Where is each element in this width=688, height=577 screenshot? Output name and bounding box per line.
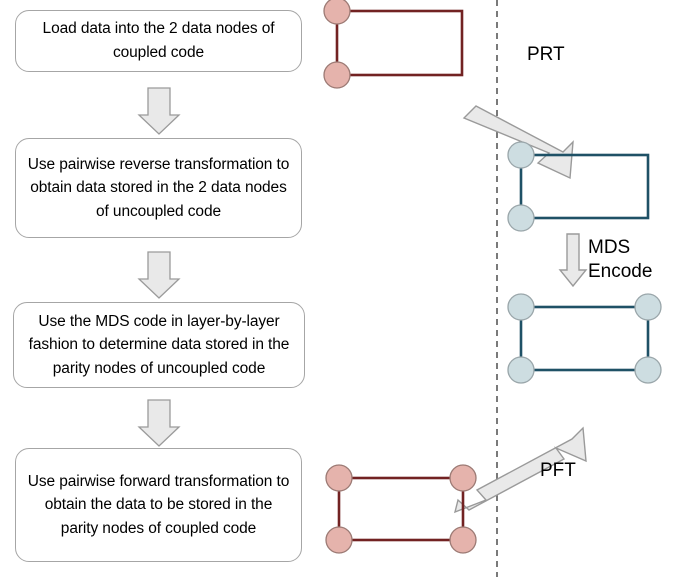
- flow-step-1-text: Load data into the 2 data nodes of coupl…: [42, 20, 275, 61]
- flow-step-3-text: Use the MDS code in layer-by-layer fashi…: [28, 312, 290, 377]
- flow-step-2-text: Use pairwise reverse transformation to o…: [27, 155, 290, 220]
- uncoupled-data-node: [507, 204, 535, 232]
- uncoupled-full-rect: [519, 305, 650, 372]
- label-prt: PRT: [527, 44, 565, 65]
- label-pft: PFT: [540, 460, 576, 481]
- flow-connector-3: [137, 399, 181, 447]
- coupled-node: [325, 464, 353, 492]
- flow-step-4-text: Use pairwise forward transformation to o…: [27, 472, 290, 537]
- uncoupled-full-code-group: [507, 293, 662, 384]
- uncoupled-data-node: [507, 141, 535, 169]
- coupled-node: [449, 526, 477, 554]
- uncoupled-node: [507, 293, 535, 321]
- mds-encode-block-arrow: [558, 233, 588, 288]
- coupled-node: [449, 464, 477, 492]
- coupled-data-nodes-group: [323, 0, 464, 89]
- uncoupled-data-nodes-group: [507, 141, 650, 232]
- uncoupled-data-rect: [519, 153, 650, 220]
- flow-step-1[interactable]: Load data into the 2 data nodes of coupl…: [15, 10, 302, 72]
- flow-connector-1: [137, 87, 181, 135]
- coupled-full-code-group: [325, 464, 477, 554]
- prt-block-arrow: [462, 105, 574, 180]
- flow-step-3[interactable]: Use the MDS code in layer-by-layer fashi…: [13, 302, 305, 388]
- coupled-data-node: [323, 61, 351, 89]
- label-mds-encode: MDS Encode: [588, 237, 653, 283]
- coupled-node: [325, 526, 353, 554]
- coupled-data-rect: [335, 9, 464, 77]
- uncoupled-node: [507, 356, 535, 384]
- flow-step-2[interactable]: Use pairwise reverse transformation to o…: [15, 138, 302, 238]
- uncoupled-node: [634, 356, 662, 384]
- uncoupled-node: [634, 293, 662, 321]
- coupled-data-node: [323, 0, 351, 25]
- coupled-full-rect: [337, 476, 465, 542]
- flow-step-4[interactable]: Use pairwise forward transformation to o…: [15, 448, 302, 562]
- flow-connector-2: [137, 251, 181, 299]
